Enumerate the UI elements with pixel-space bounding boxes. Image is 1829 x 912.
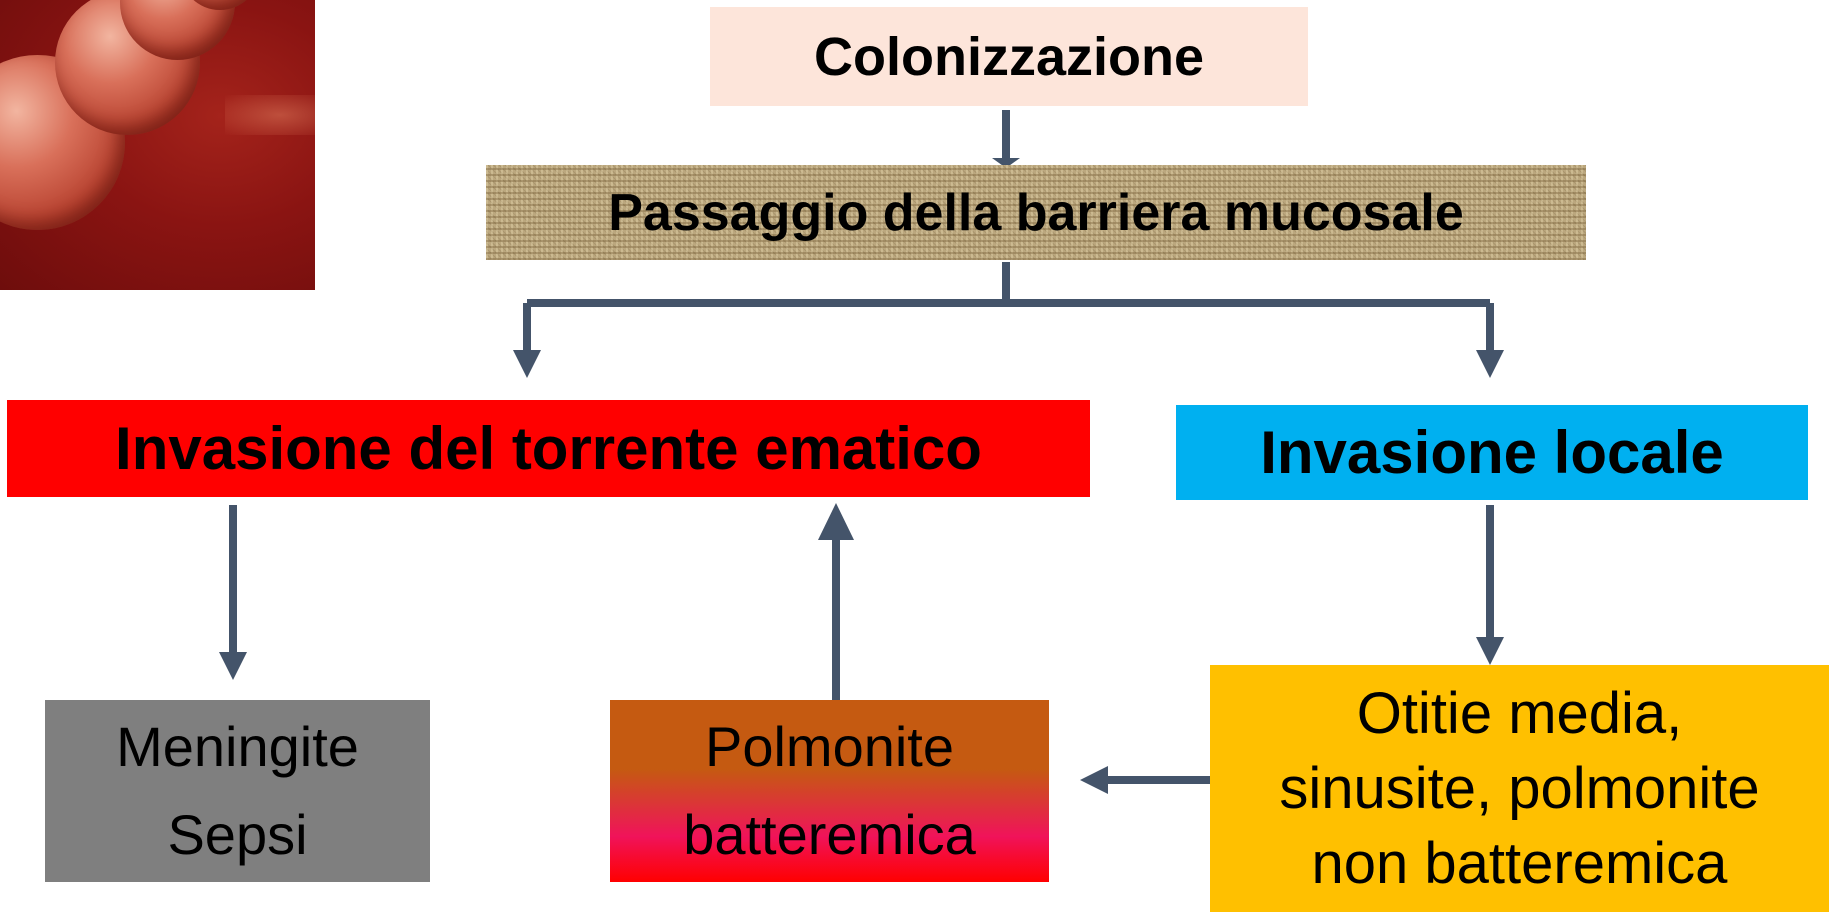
coccus xyxy=(180,0,260,10)
background-glow xyxy=(225,95,315,135)
arrowhead-locale xyxy=(1476,350,1504,378)
node-polmonite-line-2: batteremica xyxy=(683,803,976,866)
node-otitie-line-1: Otitie media, xyxy=(1356,681,1683,746)
node-polmonite-batteremica: Polmonite batteremica xyxy=(610,700,1049,882)
node-polmonite-line-1: Polmonite xyxy=(704,715,955,778)
arrowhead-meningite xyxy=(219,652,247,680)
arrowhead-otitie xyxy=(1476,637,1504,665)
node-barriera-label: Passaggio della barriera mucosale xyxy=(608,183,1464,242)
node-meningite-line-1: Meningite xyxy=(116,715,359,778)
arrowhead-torrente-up xyxy=(818,503,854,540)
node-colonizzazione-label: Colonizzazione xyxy=(814,26,1204,87)
arrowhead-barriera xyxy=(992,158,1020,168)
arrowhead-polmonite xyxy=(1080,766,1108,794)
streptococcus-image xyxy=(0,0,315,290)
arrowhead-torrente xyxy=(513,350,541,378)
node-otitie-line-2: sinusite, polmonite xyxy=(1279,756,1760,821)
node-torrente-label: Invasione del torrente ematico xyxy=(115,415,982,482)
node-otitie-sinusite: Otitie media, sinusite, polmonite non ba… xyxy=(1210,665,1829,912)
node-colonizzazione: Colonizzazione xyxy=(710,7,1308,106)
node-invasione-locale: Invasione locale xyxy=(1176,405,1808,500)
node-locale-label: Invasione locale xyxy=(1260,419,1724,486)
node-otitie-line-3: non batteremica xyxy=(1311,831,1728,896)
node-meningite-sepsi: Meningite Sepsi xyxy=(45,700,430,882)
connector-barriera-split xyxy=(527,262,1490,307)
node-invasione-torrente-ematico: Invasione del torrente ematico xyxy=(7,400,1090,497)
node-barriera-mucosale: Passaggio della barriera mucosale xyxy=(486,165,1586,260)
node-meningite-line-2: Sepsi xyxy=(167,803,308,866)
